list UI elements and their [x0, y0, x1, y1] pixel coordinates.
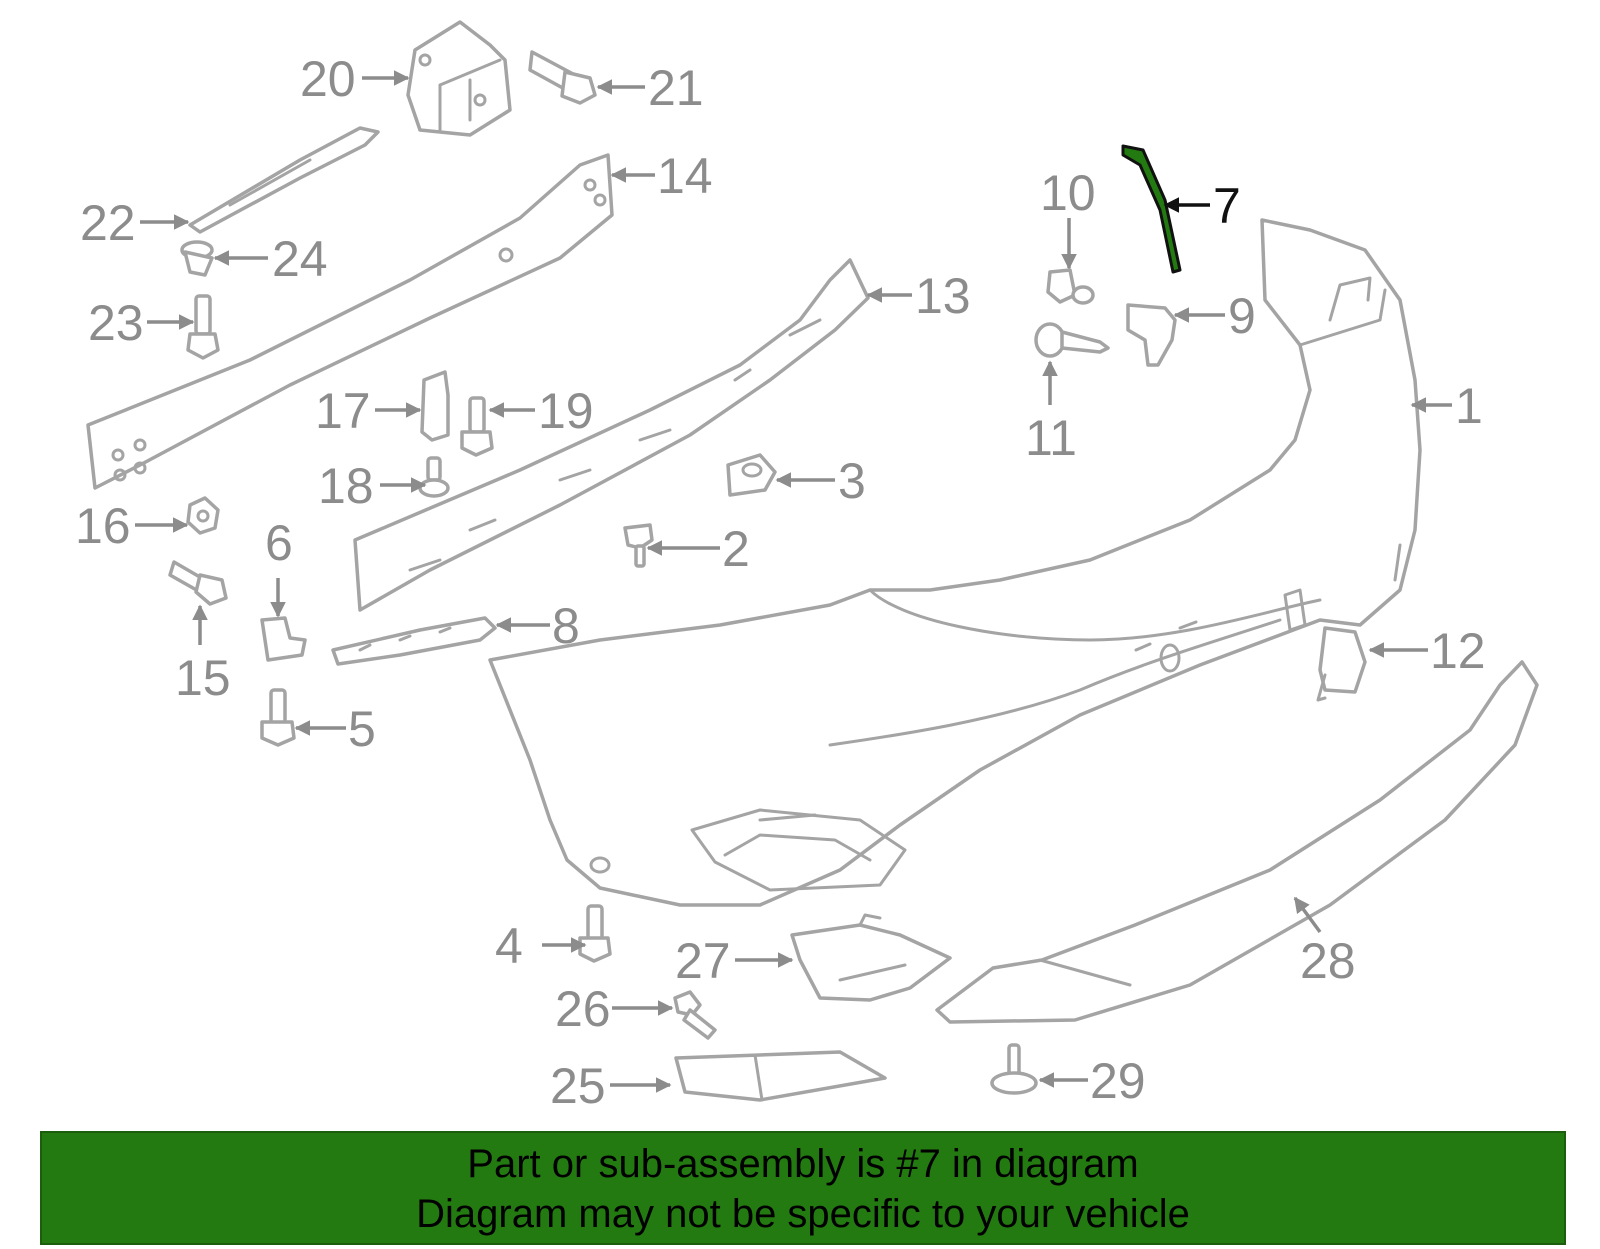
part-1-bumper-cover — [488, 218, 1422, 907]
part-8-bracket — [331, 616, 497, 666]
label-14: 14 — [657, 148, 713, 204]
label-15: 15 — [175, 650, 231, 706]
label-25: 25 — [550, 1058, 606, 1114]
part-5-bolt — [260, 688, 296, 747]
part-7-shape — [1121, 144, 1182, 274]
part-25-lamp — [674, 1050, 887, 1102]
label-5: 5 — [348, 701, 376, 757]
label-21: 21 — [648, 60, 704, 116]
label-28: 28 — [1300, 933, 1356, 989]
label-13: 13 — [915, 268, 971, 324]
label-6: 6 — [265, 515, 293, 571]
part-14-reinforcement — [86, 153, 614, 490]
part-26-bolt — [673, 990, 717, 1040]
part-27-reflector — [790, 913, 952, 1002]
label-17: 17 — [315, 383, 371, 439]
banner-part-note: Part or sub-assembly is #7 in diagram — [467, 1142, 1139, 1186]
label-27: 27 — [675, 933, 731, 989]
part-21-bolt — [528, 50, 597, 105]
part-23-bolt — [186, 294, 220, 360]
info-banner: Part or sub-assembly is #7 in diagram Di… — [40, 1131, 1566, 1245]
label-29: 29 — [1090, 1053, 1146, 1109]
leader-arrows — [135, 70, 1452, 1093]
label-22: 22 — [80, 195, 136, 251]
part-number-labels: 1 2 3 4 5 6 7 8 9 10 11 12 13 14 15 16 1… — [75, 51, 1486, 1114]
part-19-bolt — [460, 396, 494, 457]
part-24-nut — [180, 240, 214, 277]
part-28-lower-valance — [935, 660, 1539, 1024]
label-9: 9 — [1228, 288, 1256, 344]
part-4-bolt — [578, 904, 612, 963]
part-6-clip — [260, 616, 307, 662]
label-3: 3 — [838, 453, 866, 509]
part-7-molding-highlighted — [1121, 144, 1182, 274]
part-10-nut — [1046, 268, 1095, 305]
part-9-bracket — [1126, 303, 1177, 367]
part-3-retainer — [726, 453, 777, 497]
label-4: 4 — [495, 918, 523, 974]
label-24: 24 — [272, 231, 328, 287]
part-15-bolt — [168, 560, 228, 606]
label-2: 2 — [722, 521, 750, 577]
label-10: 10 — [1040, 165, 1096, 221]
label-8: 8 — [552, 598, 580, 654]
part-17-bracket — [420, 370, 450, 442]
label-1: 1 — [1455, 378, 1483, 434]
label-26: 26 — [555, 981, 611, 1037]
label-19: 19 — [538, 383, 594, 439]
part-12-tow-cover — [1316, 626, 1367, 702]
label-20: 20 — [300, 51, 356, 107]
part-22-bracket — [188, 126, 380, 234]
label-7: 7 — [1213, 178, 1241, 234]
banner-disclaimer: Diagram may not be specific to your vehi… — [416, 1192, 1190, 1236]
part-18-clip — [418, 456, 450, 498]
part-11-screw — [1034, 322, 1110, 358]
part-2-pin — [623, 523, 654, 568]
part-16-nut — [186, 496, 220, 535]
label-12: 12 — [1430, 623, 1486, 679]
label-18: 18 — [318, 458, 374, 514]
label-23: 23 — [88, 295, 144, 351]
part-20-mount — [406, 20, 512, 137]
part-29-rivet — [990, 1043, 1038, 1095]
label-16: 16 — [75, 498, 131, 554]
label-11: 11 — [1025, 410, 1077, 466]
